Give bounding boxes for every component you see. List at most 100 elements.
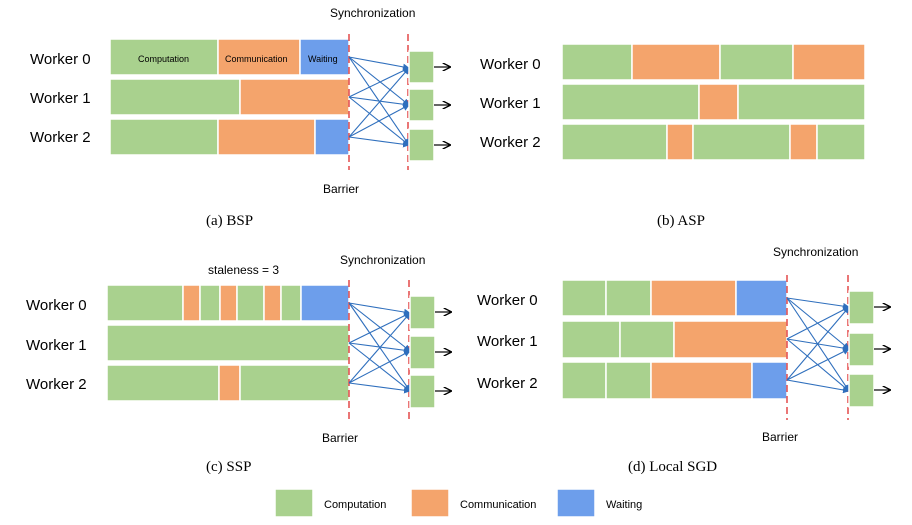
computation-segment [561,279,607,317]
waiting-segment [735,279,788,317]
legend-waiting-swatch [556,488,596,518]
computation-segment [561,83,700,121]
sync-arrow [348,312,411,384]
computation-segment [561,123,668,161]
ssp-worker-2-label: Worker 2 [26,376,87,393]
sync-arrow [786,348,850,381]
ssp-staleness-label: staleness = 3 [208,263,279,277]
ssp-worker-1-label: Worker 1 [26,337,87,354]
asp-worker-0-label: Worker 0 [480,56,541,73]
asp-worker-0-timeline [561,43,866,81]
legend-communication-label: Communication [460,499,536,511]
local-sgd-worker-0-timeline [561,279,788,317]
ssp-worker-2-timeline [106,364,350,402]
computation-segment [106,364,220,402]
communication-segment [698,83,739,121]
computation-segment [106,284,184,322]
sync-arrow [348,302,411,352]
local-sgd-caption: (d) Local SGD [628,459,717,475]
bsp-worker-0-timeline: Computation Communication Waiting [109,38,350,76]
bsp-sync-label: Synchronization [330,6,415,20]
local-sgd-worker-1-label: Worker 1 [477,333,538,350]
computation-segment [737,83,866,121]
local-sgd-sync-label: Synchronization [773,245,858,259]
sync-arrow [786,379,850,394]
computation-segment [408,50,435,84]
communication-segment [631,43,721,81]
sync-arrow [348,67,410,98]
communication-segment [239,78,350,116]
ssp-sync-arrows [348,302,411,394]
ssp-worker-1-timeline [106,324,350,362]
computation-segment [109,38,219,76]
computation-segment [236,284,265,322]
communication-segment [673,320,788,359]
ssp-worker-0-label: Worker 0 [26,297,87,314]
sync-arrow [348,382,411,394]
computation-segment [408,128,435,162]
computation-segment [106,324,350,362]
sync-arrow [786,306,850,381]
ssp-caption: (c) SSP [206,459,251,475]
computation-segment [619,320,675,359]
sync-arrow [786,297,850,310]
waiting-segment [751,361,788,400]
sync-arrow [348,96,410,108]
bsp-next-computation [408,50,450,162]
computation-segment [561,320,621,359]
communication-segment [219,284,238,322]
bsp-worker-0-label: Worker 0 [30,51,91,68]
computation-segment [239,364,350,402]
waiting-segment [300,284,350,322]
sync-arrow [348,342,411,354]
waiting-segment [314,118,350,156]
sync-arrow [348,136,410,148]
sync-arrow [348,56,410,71]
local-sgd-worker-2-timeline [561,361,788,400]
computation-segment [719,43,794,81]
communication-segment [182,284,201,322]
bsp-barrier-label: Barrier [323,182,359,196]
ssp-sync-label: Synchronization [340,253,425,267]
asp-worker-1-label: Worker 1 [480,95,541,112]
computation-segment [199,284,221,322]
bsp-worker-2-label: Worker 2 [30,129,91,146]
computation-segment [848,373,875,408]
computation-segment [605,279,652,317]
sync-arrow [348,104,410,138]
sync-arrow [348,302,411,316]
computation-segment [409,335,436,370]
computation-segment [561,43,633,81]
asp-worker-1-timeline [561,83,866,121]
computation-segment [109,118,219,156]
ssp-worker-0-timeline [106,284,350,322]
bsp-sync-arrows [348,56,410,148]
ssp-barrier-label: Barrier [322,431,358,445]
local-sgd-sync-arrows [786,297,850,394]
sync-arrow [348,312,411,344]
communication-segment [217,38,301,76]
local-sgd-next-computation [848,290,890,408]
legend-computation-swatch [274,488,314,518]
panel-asp: Worker 0 Worker 1 Worker 2 (b) ASP [480,43,866,229]
bsp-worker-2-timeline [109,118,350,156]
local-sgd-worker-1-timeline [561,320,788,359]
bsp-worker-1-label: Worker 1 [30,90,91,107]
bsp-waiting-inner-label: Waiting [308,54,338,64]
bsp-communication-inner-label: Communication [225,54,288,64]
local-sgd-barrier-label: Barrier [762,430,798,444]
computation-segment [848,290,875,325]
legend: Computation Communication Waiting [274,488,642,518]
local-sgd-worker-0-label: Worker 0 [477,292,538,309]
waiting-segment [299,38,350,76]
communication-segment [218,364,241,402]
bsp-worker-1-timeline [109,78,350,116]
local-sgd-worker-2-label: Worker 2 [477,375,538,392]
sync-arrow [786,306,850,340]
asp-worker-2-label: Worker 2 [480,134,541,151]
bsp-caption: (a) BSP [206,213,253,229]
computation-segment [605,361,652,400]
legend-communication-swatch [410,488,450,518]
asp-worker-2-timeline [561,123,866,161]
